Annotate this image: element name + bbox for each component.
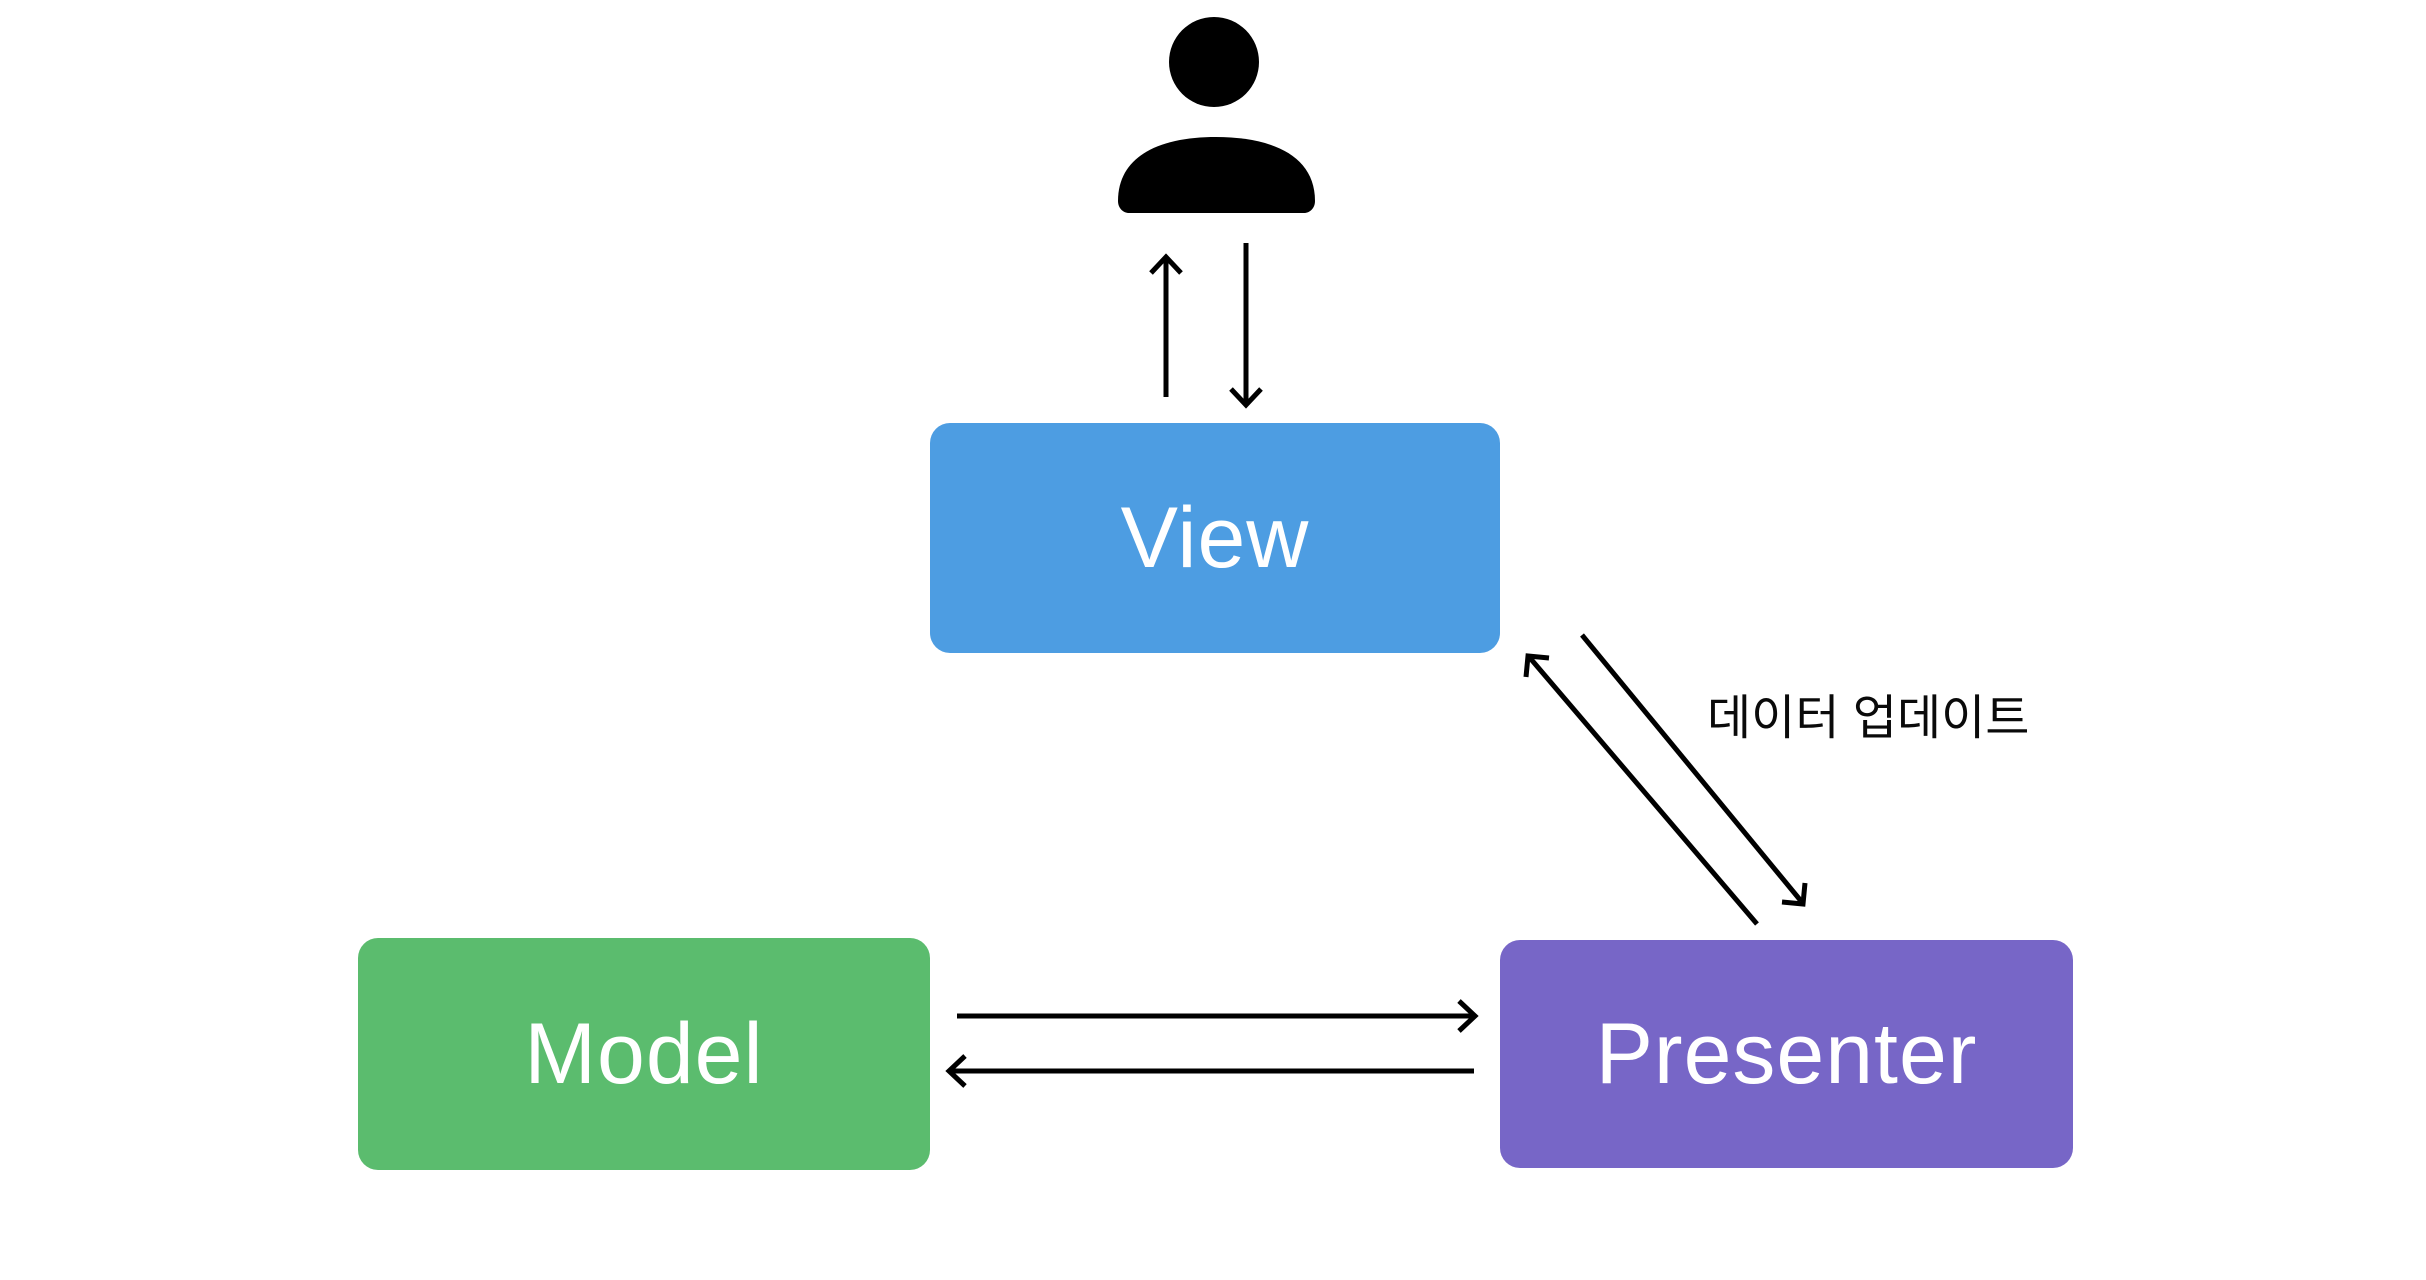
node-presenter-label: Presenter	[1595, 1005, 1978, 1102]
arrow-model-to-presenter	[957, 999, 1479, 1033]
arrow-presenter-to-model	[945, 1054, 1474, 1088]
node-model-label: Model	[524, 1005, 764, 1102]
node-view: View	[930, 423, 1500, 653]
user-icon	[1118, 17, 1315, 213]
arrow-user-to-view	[1229, 243, 1263, 409]
node-view-label: View	[1120, 489, 1310, 586]
arrow-presenter-to-view	[1523, 653, 1759, 926]
node-presenter: Presenter	[1500, 940, 2073, 1168]
node-model: Model	[358, 938, 930, 1170]
arrow-view-to-user	[1149, 253, 1183, 397]
edge-label-data-update: 데이터 업데이트	[1707, 692, 2030, 745]
arrow-view-to-presenter	[1580, 633, 1808, 907]
